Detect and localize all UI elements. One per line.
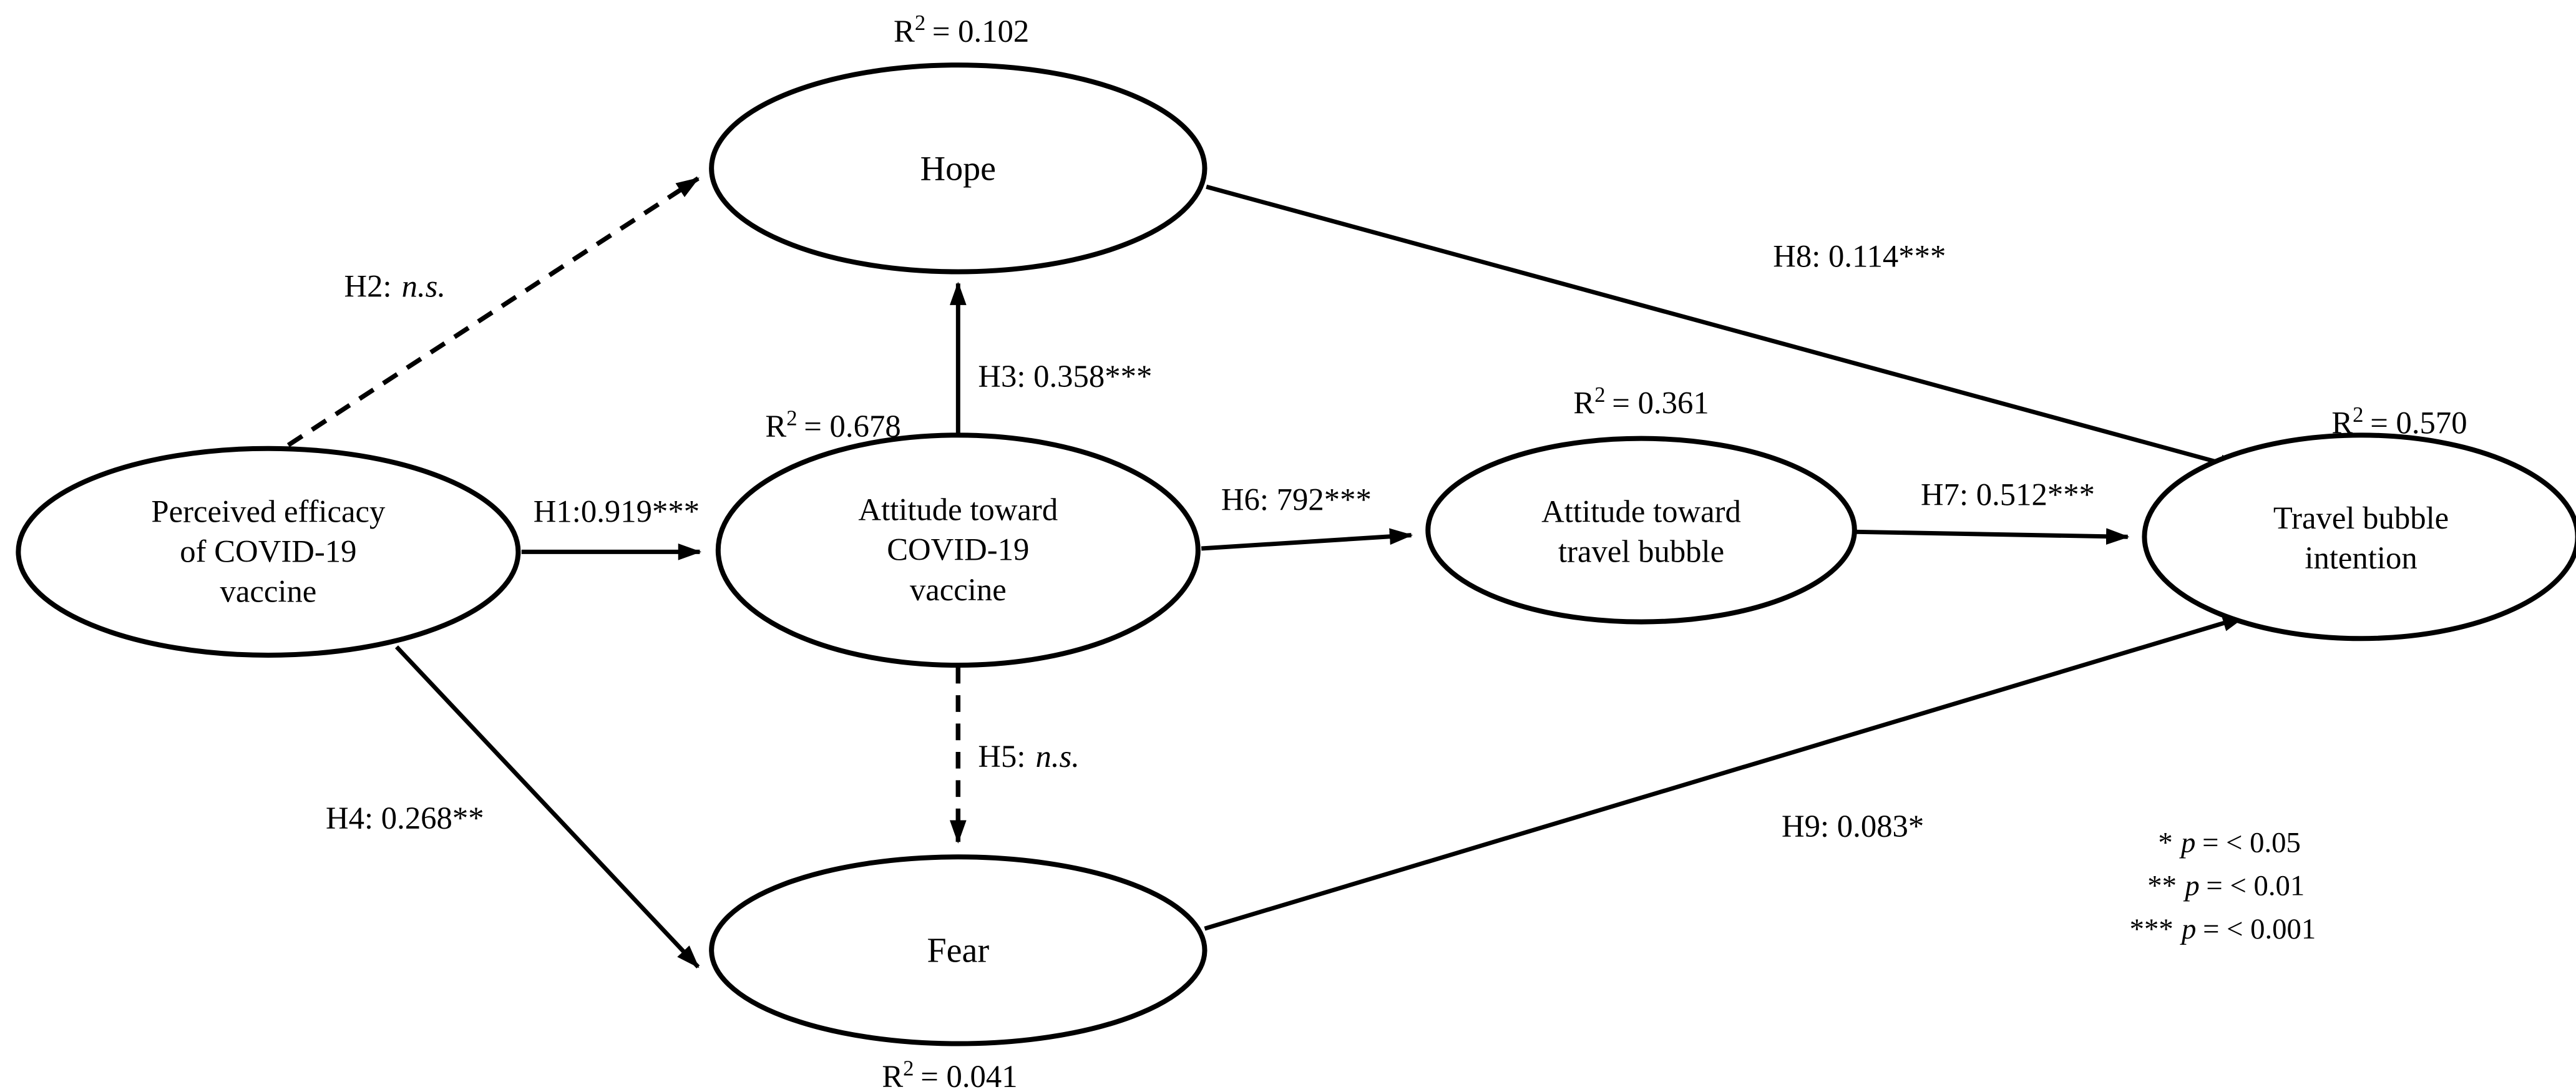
node-label-attitude-covid-vaccine-line3: vaccine (910, 572, 1007, 607)
node-label-perceived-efficacy-line2: of COVID-19 (180, 534, 356, 568)
r2-fear-sup: 2 (903, 1056, 914, 1080)
edge-label-h3: H3: 0.358*** (978, 359, 1152, 394)
legend-p01-stars: ** (2147, 870, 2177, 902)
edge-label-h2: H2: n.s. (344, 269, 446, 304)
legend-p01-threshold: = < 0.01 (2206, 870, 2305, 902)
edge-label-h5-value: n.s. (1035, 739, 1079, 774)
r2-hope-base: R (894, 14, 915, 49)
edge-h7-arrow (1856, 528, 2130, 545)
node-ellipse-attitude-travel-bubble (1425, 436, 1857, 625)
edge-label-h7: H7: 0.512*** (1921, 477, 2095, 512)
node-ellipse-hope (709, 62, 1208, 275)
r2-intention-sup: 2 (2353, 402, 2363, 427)
legend-p001-threshold: = < 0.001 (2203, 913, 2316, 945)
legend-p05-stars: * (2158, 826, 2172, 859)
edge-h2-arrow-dashed (286, 176, 700, 447)
r2-vaccine-value: = 0.678 (804, 409, 900, 444)
node-label-perceived-efficacy-line3: vaccine (220, 573, 316, 608)
edge-label-h2-value: n.s. (402, 269, 446, 304)
edge-label-h8: H8: 0.114*** (1773, 238, 1946, 273)
legend-line-p05: *p= < 0.05 (2158, 826, 2301, 859)
edge-h6-arrow (1201, 528, 1413, 551)
node-label-travel-bubble-intention-line1: Travel bubble (2273, 500, 2449, 535)
edge-label-h2-prefix: H2: (344, 269, 392, 304)
node-label-hope: Hope (920, 150, 996, 188)
edge-label-h4: H4: 0.268** (326, 801, 484, 836)
r2-label-travel-bubble-intention: R2 = 0.570 (2331, 402, 2467, 441)
r2-vaccine-sup: 2 (786, 406, 797, 430)
node-label-attitude-covid-vaccine-line1: Attitude toward (858, 492, 1058, 527)
legend-line-p001: ***p= < 0.001 (2130, 913, 2316, 945)
edge-label-h1: H1:0.919*** (534, 494, 700, 529)
edge-labels: H1:0.919*** H2: n.s. H3: 0.358*** H4: 0.2… (326, 238, 2095, 844)
r2-label-attitude-travel-bubble: R2 = 0.361 (1573, 383, 1709, 421)
edge-label-h9: H9: 0.083* (1782, 809, 1924, 844)
r2-hope-sup: 2 (915, 11, 925, 35)
edge-h9-arrow (1204, 615, 2247, 931)
legend-p05-p: p (2179, 826, 2195, 859)
node-label-attitude-travel-bubble-line1: Attitude toward (1541, 494, 1741, 529)
legend-p01-p: p (2183, 870, 2199, 902)
node-ellipse-fear (709, 854, 1208, 1046)
node-ellipse-perceived-efficacy (16, 446, 521, 658)
r2-fear-value: = 0.041 (920, 1059, 1017, 1092)
r2-label-hope: R2 = 0.102 (894, 11, 1029, 49)
node-label-travel-bubble-intention-line2: intention (2305, 540, 2417, 575)
edge-label-h5: H5: n.s. (978, 739, 1080, 774)
legend-p001-p: p (2180, 913, 2196, 945)
r2-bubble-sup: 2 (1594, 383, 1605, 407)
r2-bubble-base: R (1573, 386, 1594, 421)
r2-vaccine-base: R (765, 409, 786, 444)
legend-p001-stars: *** (2130, 913, 2174, 945)
r2-hope-value: = 0.102 (932, 14, 1029, 49)
r2-label-attitude-covid-vaccine: R2 = 0.678 (765, 406, 900, 444)
edge-h8-arrow (1206, 184, 2243, 471)
r2-fear-base: R (882, 1059, 903, 1092)
node-ellipse-travel-bubble-intention (2142, 432, 2576, 641)
node-ellipse-attitude-covid-vaccine (715, 432, 1201, 668)
node-label-perceived-efficacy-line1: Perceived efficacy (151, 494, 386, 529)
legend-line-p01: **p= < 0.01 (2147, 870, 2305, 902)
node-label-attitude-travel-bubble-line2: travel bubble (1558, 534, 1724, 568)
nodes: Perceived efficacy of COVID-19 vaccine H… (16, 62, 2576, 1046)
significance-legend: *p= < 0.05 **p= < 0.01 ***p= < 0.001 (2130, 826, 2316, 945)
node-label-fear: Fear (927, 932, 990, 970)
r2-intention-base: R (2331, 406, 2353, 441)
r2-label-fear: R2= 0.041 (882, 1056, 1017, 1092)
edges (286, 176, 2247, 969)
legend-p05-threshold: = < 0.05 (2202, 826, 2301, 859)
edge-label-h6: H6: 792*** (1221, 482, 1372, 517)
edge-h4-arrow (394, 645, 700, 969)
r2-bubble-value: = 0.361 (1612, 386, 1709, 421)
r-squared-labels: R2= 0.102 R2= 0.678 R2= 0.361 R2= 0.570 … (765, 11, 2467, 1092)
r2-intention-value: = 0.570 (2370, 406, 2467, 441)
node-label-attitude-covid-vaccine-line2: COVID-19 (887, 532, 1029, 567)
edge-label-h5-prefix: H5: (978, 739, 1025, 774)
